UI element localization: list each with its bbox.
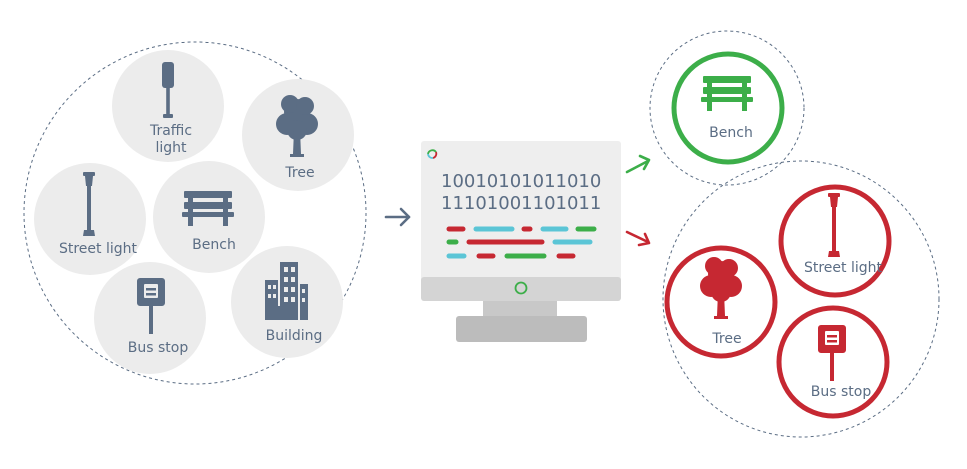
monitor-stand-base <box>456 316 587 342</box>
output-item-bench: Bench <box>671 51 785 165</box>
code-lines <box>446 226 597 259</box>
match-arrow-icon <box>625 154 651 174</box>
input-item-bus-stop: Bus stop <box>94 262 206 374</box>
input-item-street-light: Street light <box>34 163 146 275</box>
input-item-bench: Bench <box>153 161 265 273</box>
match-group-boundary <box>649 30 805 186</box>
input-item-building: Building <box>231 246 343 358</box>
input-item-traffic-light: Traffic light <box>112 50 224 162</box>
input-item-tree: Tree <box>242 79 354 191</box>
monitor-screen <box>421 141 621 300</box>
input-label-tree: Tree <box>284 165 314 181</box>
binary-line-2: 11101001101011 <box>441 193 601 214</box>
output-item-street-light: Street light <box>778 184 892 298</box>
binary-line-1: 10010101011010 <box>441 171 601 192</box>
reject-arrow-icon <box>625 230 651 247</box>
input-label-traffic-light-line2: light <box>155 140 187 156</box>
output-item-tree: Tree <box>664 245 778 359</box>
computer-monitor: 10010101011010 11101001101011 <box>421 141 621 342</box>
output-item-bus-stop: Bus stop <box>776 305 890 419</box>
monitor-bezel <box>421 277 621 301</box>
reject-group-boundary <box>662 160 940 438</box>
input-label-bench: Bench <box>192 237 236 253</box>
input-label-building: Building <box>266 328 323 344</box>
input-group-boundary <box>23 41 367 385</box>
output-label-tree: Tree <box>711 331 741 347</box>
monitor-neck <box>483 300 557 318</box>
output-label-bench: Bench <box>709 125 753 141</box>
input-label-street-light: Street light <box>59 241 138 257</box>
output-label-bus-stop: Bus stop <box>811 384 872 400</box>
match-item-circle <box>671 51 785 165</box>
output-label-street-light: Street light <box>804 260 883 276</box>
input-label-bus-stop: Bus stop <box>128 340 189 356</box>
input-label-traffic-light-line1: Traffic <box>149 123 192 139</box>
input-arrow-icon <box>384 207 411 227</box>
loading-icon <box>427 149 438 159</box>
power-button-icon <box>514 281 528 295</box>
